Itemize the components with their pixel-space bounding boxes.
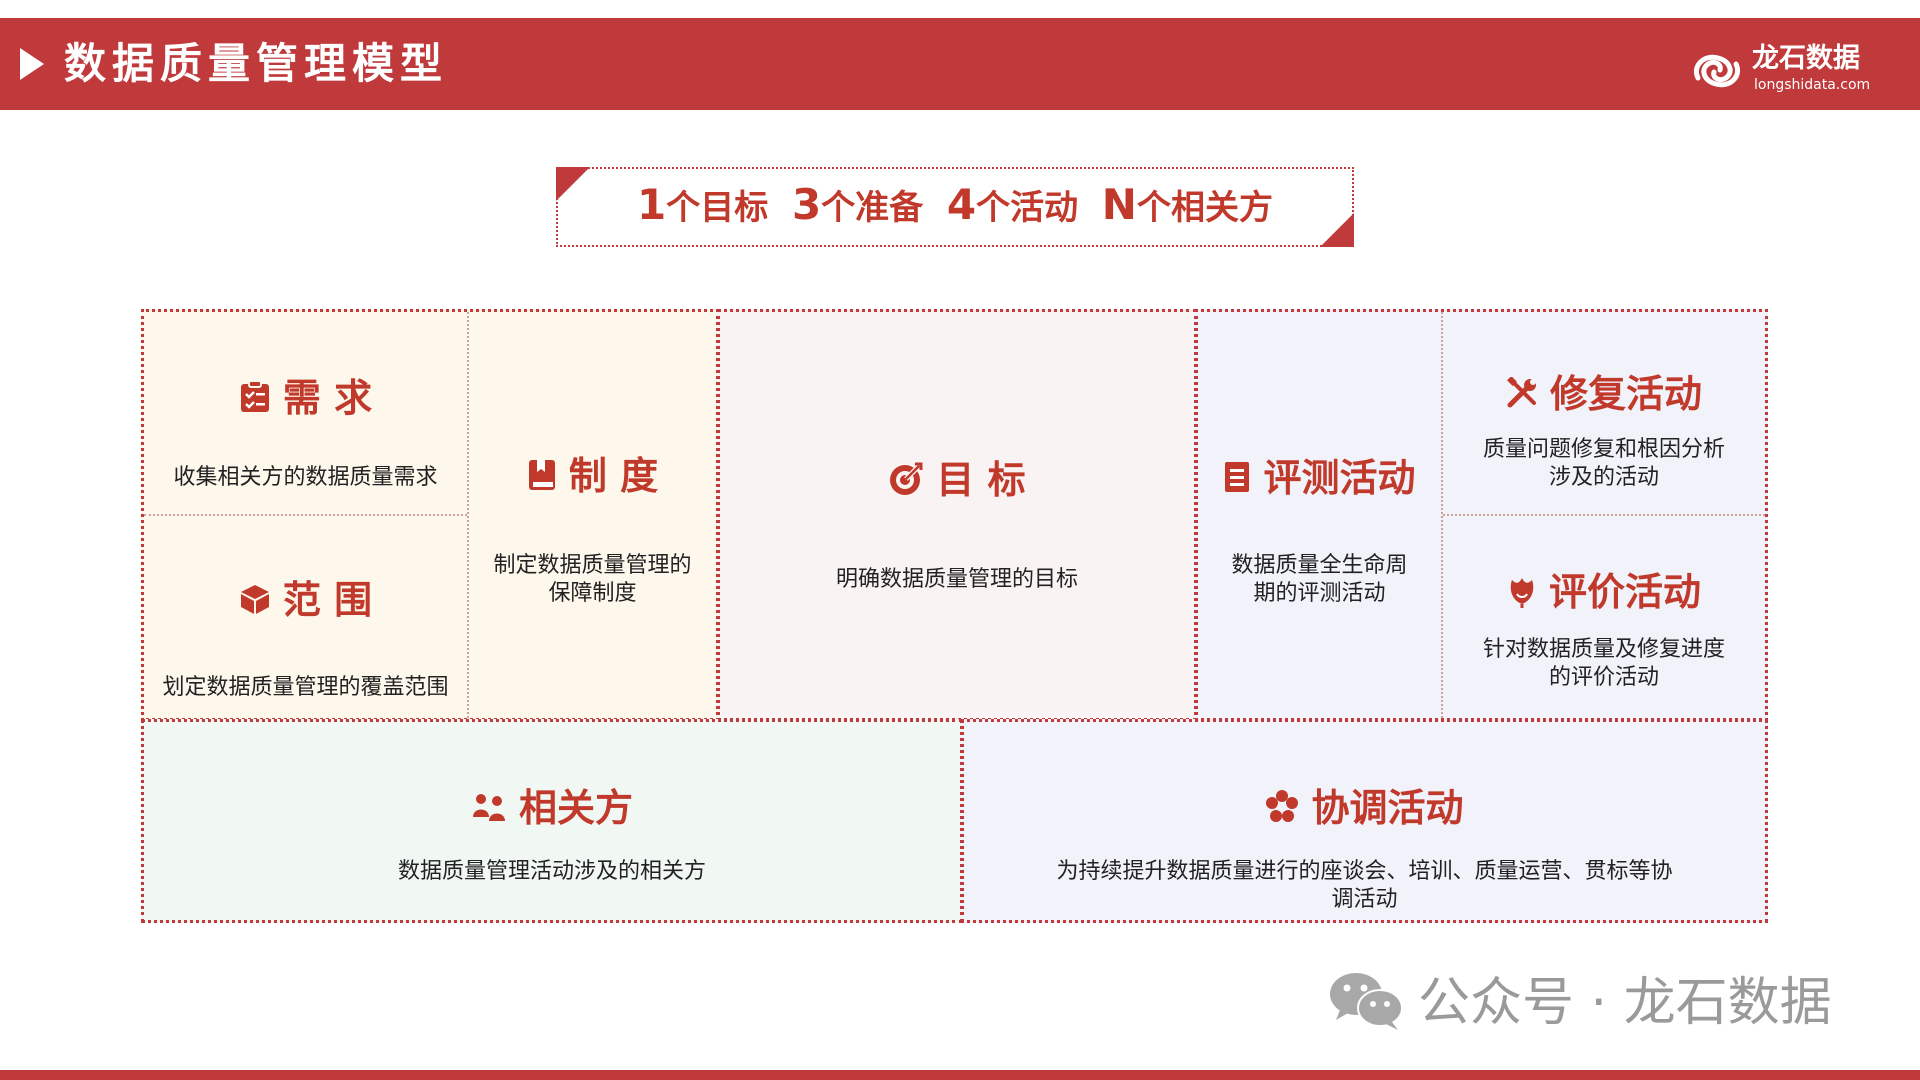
brand-logo: 龙石数据 longshidata.com <box>1690 42 1890 102</box>
clipboard-icon <box>240 379 269 412</box>
coordinate-desc-line2: 调活动 <box>1331 887 1398 912</box>
system-desc-line1: 制定数据质量管理的 <box>493 553 692 578</box>
banner-number-stakeholder: N <box>1101 180 1137 229</box>
goal-title-text: 目 标 <box>936 458 1026 502</box>
scope-title: 范 围 <box>144 576 467 624</box>
summary-banner: 1个目标 3个准备 4个活动 N个相关方 <box>556 167 1354 247</box>
logo-swirl-icon <box>1694 54 1740 88</box>
system-title: 制 度 <box>469 452 716 500</box>
scope-title-text: 范 围 <box>282 578 373 622</box>
banner-label-goal: 个目标 <box>666 188 769 228</box>
goal-desc: 明确数据质量管理的目标 <box>835 567 1078 592</box>
document-icon <box>1225 461 1250 492</box>
assess-desc-line1: 针对数据质量及修复进度 <box>1482 637 1725 662</box>
repair-title: 修复活动 <box>1443 370 1765 418</box>
stakeholder-title-text: 相关方 <box>518 786 633 830</box>
evaluate-cell: 评测活动 数据质量全生命周 期的评测活动 <box>1198 312 1441 718</box>
stakeholder-desc: 数据质量管理活动涉及的相关方 <box>397 859 706 884</box>
cube-icon <box>240 584 269 614</box>
scope-desc: 划定数据质量管理的覆盖范围 <box>162 675 449 700</box>
repair-desc-line2: 涉及的活动 <box>1548 465 1659 490</box>
watermark-text: 公众号 · 龙石数据 <box>1418 973 1832 1033</box>
coordinate-title-text: 协调活动 <box>1311 786 1464 830</box>
stakeholder-cell: 相关方 数据质量管理活动涉及的相关方 <box>141 719 963 923</box>
banner-label-activity: 个活动 <box>976 188 1079 228</box>
evaluate-title-text: 评测活动 <box>1263 456 1416 500</box>
people-icon <box>472 793 505 821</box>
wechat-icon <box>1330 973 1403 1030</box>
evaluate-desc-line1: 数据质量全生命周 <box>1231 553 1408 578</box>
banner-number-prep: 3 <box>791 180 822 229</box>
demand-title: 需 求 <box>144 374 467 422</box>
goal-cell: 目 标 明确数据质量管理的目标 <box>717 309 1197 721</box>
logo-name: 龙石数据 <box>1752 43 1860 74</box>
banner-label-prep: 个准备 <box>821 188 924 228</box>
demand-cell: 需 求 收集相关方的数据质量需求 <box>144 312 467 514</box>
repair-desc-line1: 质量问题修复和根因分析 <box>1482 437 1725 462</box>
banner-corner-top-left <box>556 167 590 201</box>
tools-icon <box>1507 376 1536 407</box>
watermark: 公众号 · 龙石数据 <box>1326 968 1886 1038</box>
play-arrow-icon <box>20 48 44 80</box>
assess-cell: 评价活动 针对数据质量及修复进度 的评价活动 <box>1443 516 1765 718</box>
coordinate-cell: 协调活动 为持续提升数据质量进行的座谈会、培训、质量运营、贯标等协 调活动 <box>961 719 1768 923</box>
preparation-divider-vertical <box>467 312 469 718</box>
demand-desc: 收集相关方的数据质量需求 <box>173 465 438 490</box>
activities-divider-horizontal <box>1443 514 1765 516</box>
footer-bar <box>0 1070 1920 1080</box>
scope-cell: 范 围 划定数据质量管理的覆盖范围 <box>144 516 467 718</box>
assess-title: 评价活动 <box>1443 568 1765 616</box>
banner-corner-bottom-right <box>1320 213 1354 247</box>
logo-url: longshidata.com <box>1754 77 1871 93</box>
banner-number-goal: 1 <box>637 180 667 229</box>
system-desc-line2: 保障制度 <box>548 581 637 606</box>
goal-title: 目 标 <box>720 456 1194 504</box>
stakeholder-title: 相关方 <box>144 784 960 832</box>
system-title-text: 制 度 <box>568 454 659 498</box>
assess-desc-line2: 的评价活动 <box>1548 665 1659 690</box>
preparation-divider-horizontal <box>144 514 467 516</box>
banner-label-stakeholder: 个相关方 <box>1136 188 1273 228</box>
demand-title-text: 需 求 <box>282 376 373 420</box>
gear-icon <box>1266 789 1299 822</box>
header-bar: 数据质量管理模型 龙石数据 longshidata.com <box>0 18 1920 110</box>
repair-cell: 修复活动 质量问题修复和根因分析 涉及的活动 <box>1443 312 1765 514</box>
repair-title-text: 修复活动 <box>1549 372 1702 416</box>
target-icon <box>890 462 923 495</box>
activities-divider-vertical <box>1441 312 1443 718</box>
system-cell: 制 度 制定数据质量管理的 保障制度 <box>469 312 716 718</box>
coordinate-desc-line1: 为持续提升数据质量进行的座谈会、培训、质量运营、贯标等协 <box>1056 859 1673 884</box>
assess-title-text: 评价活动 <box>1548 570 1701 614</box>
flower-icon <box>1510 577 1534 608</box>
evaluate-desc-line2: 期的评测活动 <box>1253 581 1386 606</box>
coordinate-title: 协调活动 <box>964 784 1765 832</box>
banner-number-activity: 4 <box>946 180 977 229</box>
book-icon <box>528 459 555 490</box>
banner-text: 1个目标 3个准备 4个活动 N个相关方 <box>558 181 1352 232</box>
page-title: 数据质量管理模型 <box>64 39 449 88</box>
evaluate-title: 评测活动 <box>1198 454 1441 502</box>
